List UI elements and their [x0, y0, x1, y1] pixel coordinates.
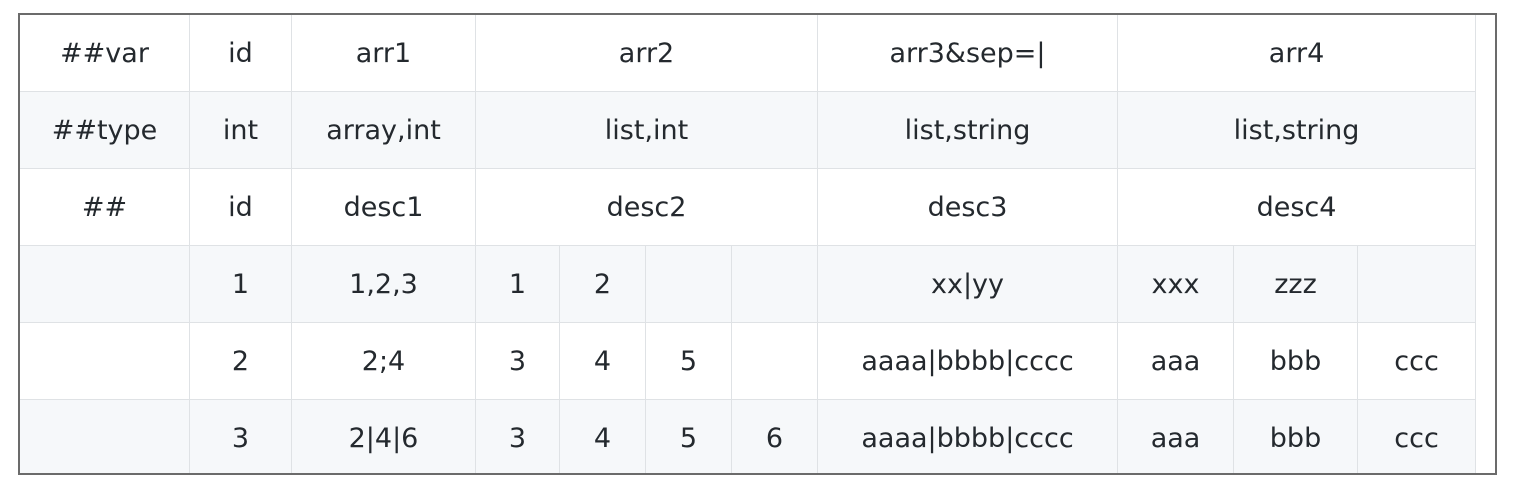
- table-cell-arr1: 2;4: [291, 322, 476, 400]
- table-cell-arr1: desc1: [291, 168, 476, 246]
- table-cell-id: id: [189, 15, 292, 92]
- table-cell-arr3: xx|yy: [817, 245, 1119, 323]
- table-cell-label: ##type: [20, 91, 190, 169]
- table-cell-arr3: desc3: [817, 168, 1119, 246]
- table-cell-arr2: list,int: [474, 91, 819, 169]
- table-cell-arr2-item: 2: [559, 245, 646, 323]
- table-row: 3 2|4|6 3 4 5 6 aaaa|bbbb|cccc aaa bbb c…: [20, 399, 1477, 473]
- table-cell-label: [20, 245, 190, 323]
- table-cell-arr4-item: xxx: [1117, 245, 1235, 323]
- table-cell-arr1: 2|4|6: [291, 399, 476, 473]
- table-cell-arr2-item: 4: [559, 399, 646, 473]
- table-cell-arr3: aaaa|bbbb|cccc: [817, 399, 1119, 473]
- table-cell-arr1: arr1: [291, 15, 476, 92]
- table-cell-arr1: array,int: [291, 91, 476, 169]
- table-row: 1 1,2,3 1 2 xx|yy xxx zzz: [20, 245, 1477, 323]
- table-cell-id: 3: [189, 399, 292, 473]
- table-cell-arr2-item: [730, 245, 819, 323]
- table-cell-arr2-item: 3: [475, 399, 560, 473]
- table-cell-arr2: arr2: [474, 15, 819, 92]
- table-cell-arr2-item: 5: [645, 399, 732, 473]
- table-cell-arr4-item: ccc: [1357, 399, 1477, 473]
- table-cell-arr2-item: 6: [730, 399, 819, 473]
- table-cell-arr2: desc2: [474, 168, 819, 246]
- table-cell-arr4: arr4: [1117, 15, 1477, 92]
- table-row: ##type int array,int list,int list,strin…: [20, 91, 1477, 169]
- table-cell-arr1: 1,2,3: [291, 245, 476, 323]
- table-cell-arr3: list,string: [817, 91, 1119, 169]
- table-cell-arr3: aaaa|bbbb|cccc: [817, 322, 1119, 400]
- table-cell-arr4-item: aaa: [1117, 399, 1235, 473]
- table-cell-arr2-item: 4: [559, 322, 646, 400]
- table-cell-label: ##var: [20, 15, 190, 92]
- table-cell-id: int: [189, 91, 292, 169]
- table-cell-id: 2: [189, 322, 292, 400]
- table-cell-arr2-item: 5: [645, 322, 732, 400]
- table-cell-id: id: [189, 168, 292, 246]
- table-row: 2 2;4 3 4 5 aaaa|bbbb|cccc aaa bbb ccc: [20, 322, 1477, 400]
- table-cell-arr2-item: [645, 245, 732, 323]
- table-cell-arr4-item: aaa: [1117, 322, 1235, 400]
- table-row: ## id desc1 desc2 desc3 desc4: [20, 168, 1477, 246]
- table-cell-arr3: arr3&sep=|: [817, 15, 1119, 92]
- table-cell-id: 1: [189, 245, 292, 323]
- table-cell-arr2-item: [730, 322, 819, 400]
- table-cell-arr2-item: 3: [475, 322, 560, 400]
- table-cell-label: [20, 399, 190, 473]
- data-table: ##var id arr1 arr2 arr3&sep=| arr4 ##typ…: [20, 15, 1477, 473]
- table-cell-arr4-item: bbb: [1233, 322, 1359, 400]
- table-cell-label: ##: [20, 168, 190, 246]
- table-row: ##var id arr1 arr2 arr3&sep=| arr4: [20, 15, 1477, 92]
- table-cell-arr4-item: zzz: [1233, 245, 1359, 323]
- table-cell-arr4-item: bbb: [1233, 399, 1359, 473]
- data-table-frame: ##var id arr1 arr2 arr3&sep=| arr4 ##typ…: [18, 13, 1497, 475]
- table-cell-label: [20, 322, 190, 400]
- table-cell-arr2-item: 1: [475, 245, 560, 323]
- table-cell-arr4: list,string: [1117, 91, 1477, 169]
- table-cell-arr4: desc4: [1117, 168, 1477, 246]
- table-cell-arr4-item: [1357, 245, 1477, 323]
- table-cell-arr4-item: ccc: [1357, 322, 1477, 400]
